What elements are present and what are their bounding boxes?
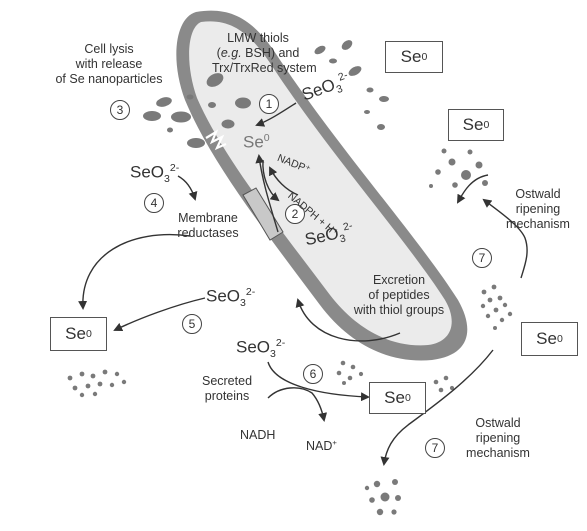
- step-7-marker-top: 7: [472, 248, 492, 268]
- arrow-nadh: [267, 387, 328, 422]
- step-5-marker: 5: [182, 314, 202, 334]
- intracellular-granules: [206, 73, 251, 129]
- ostwald-label-top: Ostwald ripening mechanism: [506, 187, 570, 231]
- selenite-step4: SeO32-: [130, 162, 180, 186]
- se-small-dots-right: [480, 284, 513, 330]
- nad-plus-label: NAD+: [306, 438, 337, 454]
- se-particles-top-right: [314, 40, 389, 130]
- secreted-proteins-label: Secreted proteins: [201, 374, 253, 403]
- se-dots-bottom-left: [67, 369, 127, 398]
- arrow-excretion: [295, 298, 401, 342]
- arrow-ripening-up: [482, 198, 528, 279]
- excretion-label: Excretion of peptides with thiol groups: [353, 273, 445, 317]
- selenite-step6: SeO32-: [236, 337, 286, 361]
- membrane-reductases-label: Membrane reductases: [177, 211, 239, 240]
- ruptured-wall-mark: [205, 129, 227, 151]
- step-2-marker: 2: [285, 204, 305, 224]
- membrane-reductase-protein: [242, 187, 284, 241]
- selenium-intracellular: Se0: [243, 132, 270, 152]
- ostwald-label-bottom: Ostwald ripening mechanism: [466, 416, 530, 460]
- se-cluster-right: [429, 148, 488, 188]
- released-nanoparticles: [143, 94, 205, 148]
- arrow-step1: [255, 102, 297, 127]
- bacterial-cell: [176, 10, 468, 361]
- nadh-label: NADH: [240, 428, 276, 442]
- step-4-marker: 4: [144, 193, 164, 213]
- arrow-ostwald-top: [457, 174, 489, 204]
- step-3-marker: 3: [110, 100, 130, 120]
- arrow-nadph-out: [262, 159, 280, 202]
- cell-lysis-label: Cell lysis with release of Se nanopartic…: [55, 42, 163, 86]
- selenite-step5: SeO32-: [206, 286, 256, 310]
- se-cluster-bottom: [364, 479, 401, 516]
- arrow-ripening-down: [380, 349, 494, 466]
- step-1-marker: 1: [259, 94, 279, 114]
- arrow-step2: [255, 154, 279, 233]
- lmw-thiols-label: LMW thiols (e.g. BSH) and Trx/TrxRed sys…: [212, 31, 317, 75]
- se-dots-bottom-middle: [336, 360, 455, 393]
- reaction-arrows: [78, 102, 528, 466]
- arrow-step5: [113, 297, 206, 332]
- cytoplasm: [189, 21, 452, 346]
- step-6-marker: 6: [303, 364, 323, 384]
- arrow-step4: [177, 175, 198, 201]
- arrow-step6: [267, 361, 370, 402]
- arrow-nadp-in: [269, 166, 299, 196]
- arrow-membrane-to-se: [78, 233, 191, 310]
- step-7-marker-bottom: 7: [425, 438, 445, 458]
